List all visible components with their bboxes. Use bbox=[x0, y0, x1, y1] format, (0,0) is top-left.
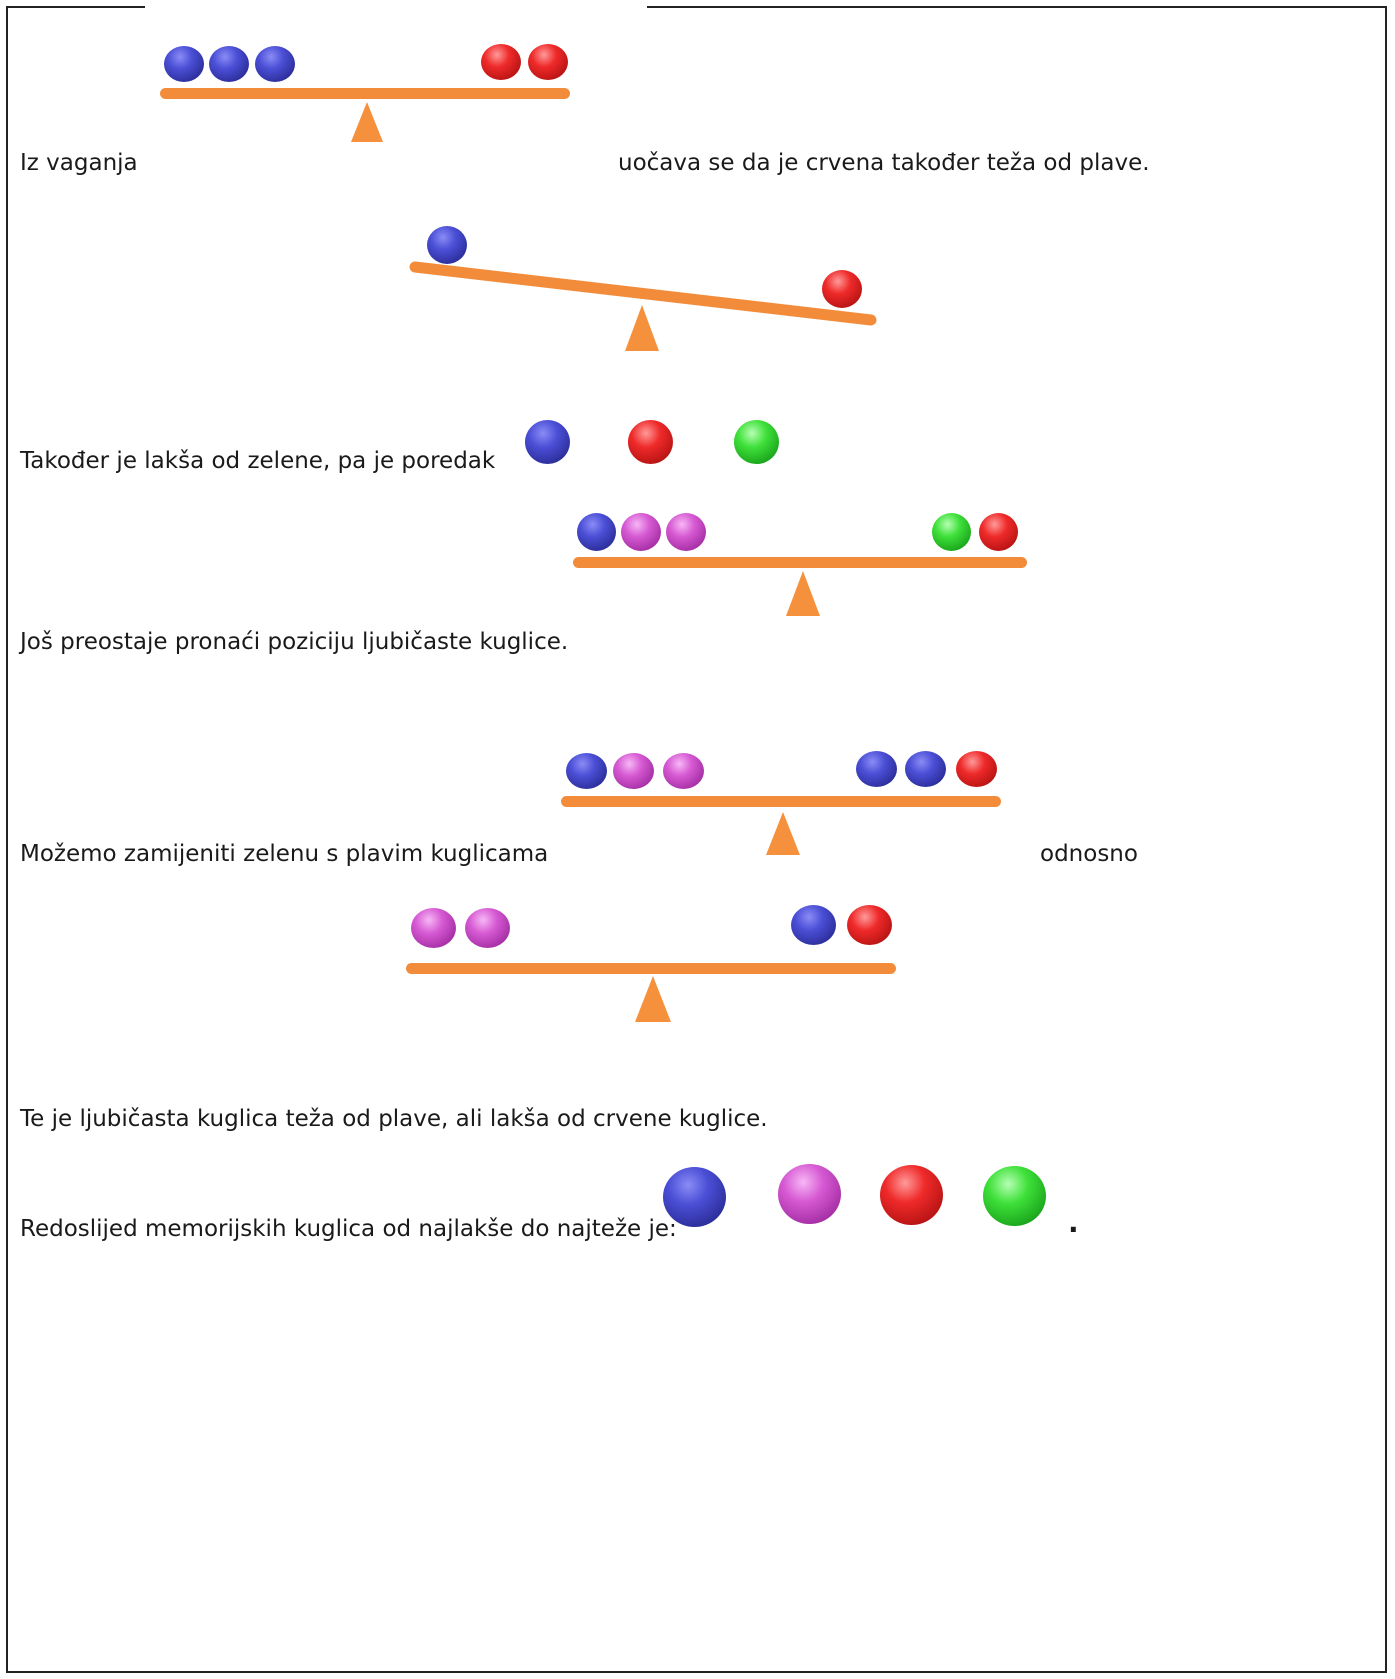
ball-blue bbox=[164, 46, 204, 82]
ball-order-red bbox=[628, 420, 673, 464]
text-line-3: Još preostaje pronaći poziciju ljubičast… bbox=[20, 629, 569, 655]
scale-5 bbox=[406, 963, 896, 1022]
ball-blue bbox=[577, 513, 616, 551]
ball-blue bbox=[255, 46, 295, 82]
ball-purple bbox=[621, 513, 661, 551]
scale-5-fulcrum bbox=[635, 976, 671, 1022]
border-gap bbox=[145, 4, 647, 9]
scale-3 bbox=[573, 557, 1027, 616]
ball-red bbox=[481, 44, 521, 80]
ball-order-blue bbox=[525, 420, 570, 464]
text-line-1-right: uočava se da je crvena također teža od p… bbox=[618, 150, 1150, 176]
ball-red bbox=[528, 44, 568, 80]
ball-blue bbox=[856, 751, 897, 787]
page-border bbox=[6, 6, 1387, 1673]
ball-red bbox=[956, 751, 997, 787]
text-line-1-left: Iz vaganja bbox=[20, 150, 138, 176]
ball-order-green bbox=[734, 420, 779, 464]
text-line-2: Također je lakša od zelene, pa je poreda… bbox=[20, 448, 496, 474]
ball-blue bbox=[427, 226, 467, 264]
ball-final-blue bbox=[663, 1167, 726, 1227]
ball-final-red bbox=[880, 1165, 943, 1225]
text-line-6-period: . bbox=[1068, 1206, 1079, 1239]
ball-purple bbox=[663, 753, 704, 789]
ball-purple bbox=[411, 908, 456, 948]
ball-green bbox=[932, 513, 971, 551]
ball-purple bbox=[613, 753, 654, 789]
text-line-5: Te je ljubičasta kuglica teža od plave, … bbox=[20, 1106, 768, 1132]
ball-final-green bbox=[983, 1166, 1046, 1226]
scale-3-fulcrum bbox=[786, 571, 820, 616]
scale-2-beam bbox=[409, 261, 877, 326]
scale-2 bbox=[409, 261, 877, 351]
scale-4-beam bbox=[561, 796, 1001, 807]
scale-2-fulcrum bbox=[625, 305, 659, 351]
ball-blue bbox=[791, 905, 836, 945]
ball-purple bbox=[666, 513, 706, 551]
ball-blue bbox=[905, 751, 946, 787]
text-line-4-right: odnosno bbox=[1040, 841, 1138, 867]
scale-4-fulcrum bbox=[766, 812, 800, 855]
scale-4 bbox=[561, 796, 1001, 855]
scale-1-fulcrum bbox=[351, 102, 383, 142]
scale-3-beam bbox=[573, 557, 1027, 568]
ball-red bbox=[822, 270, 862, 308]
text-line-4-left: Možemo zamijeniti zelenu s plavim kuglic… bbox=[20, 841, 549, 867]
scale-1-beam bbox=[160, 88, 570, 99]
ball-blue bbox=[209, 46, 249, 82]
ball-final-purple bbox=[778, 1164, 841, 1224]
scale-1 bbox=[160, 88, 570, 142]
ball-red bbox=[847, 905, 892, 945]
ball-purple bbox=[465, 908, 510, 948]
scale-5-beam bbox=[406, 963, 896, 974]
ball-blue bbox=[566, 753, 607, 789]
text-line-6: Redoslijed memorijskih kuglica od najlak… bbox=[20, 1216, 677, 1242]
ball-red bbox=[979, 513, 1018, 551]
